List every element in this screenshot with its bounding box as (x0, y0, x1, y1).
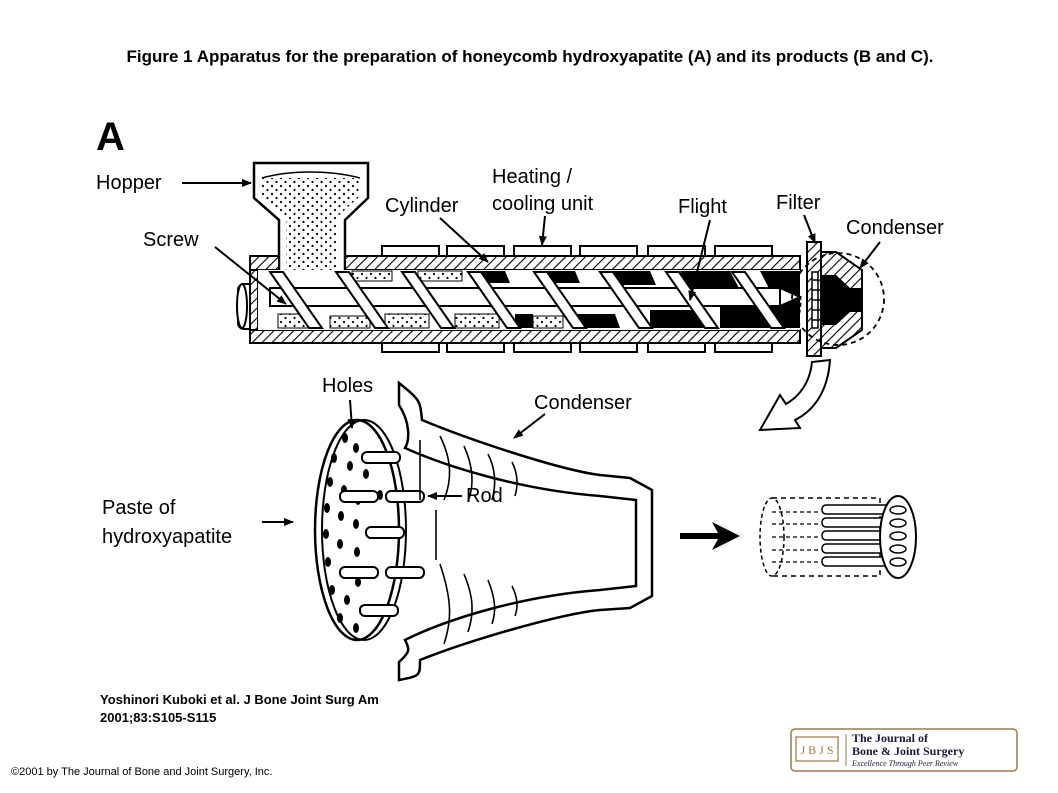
label-holes: Holes (322, 375, 373, 397)
heating-block (579, 245, 638, 257)
condenser-highlight-circle (791, 252, 885, 346)
cylinder-bottom-wall (249, 329, 801, 344)
label-paste-2: hydroxyapatite (102, 526, 232, 548)
condenser-body (397, 380, 654, 682)
honeycomb-product (759, 495, 917, 579)
label-cylinder: Cylinder (385, 195, 459, 217)
logo-line-1: The Journal of (852, 731, 929, 745)
output-arrow (680, 522, 740, 550)
figure-title: Figure 1 Apparatus for the preparation o… (126, 47, 934, 66)
logo-line-2: Bone & Joint Surgery (852, 744, 964, 758)
label-filter: Filter (776, 192, 821, 214)
label-heating-2: cooling unit (492, 193, 594, 215)
condenser-nozzle (791, 251, 885, 349)
label-screw: Screw (143, 229, 199, 251)
label-heating-1: Heating / (492, 166, 572, 188)
heating-block (381, 245, 440, 257)
logo-tagline: Excellence Through Peer Review (851, 759, 959, 768)
jbjs-logo: J B J S The Journal of Bone & Joint Surg… (790, 728, 1018, 772)
hopper (252, 161, 370, 278)
citation: Yoshinori Kuboki et al. J Bone Joint Sur… (100, 691, 379, 727)
label-rod: Rod (466, 485, 503, 507)
logo-mark: J B J S (800, 743, 833, 757)
curved-arrow (758, 358, 832, 432)
heating-block (513, 245, 572, 257)
screw-shaft (269, 287, 781, 307)
label-condenser-top: Condenser (846, 217, 944, 239)
condenser-detail (313, 380, 654, 682)
label-flight: Flight (678, 196, 727, 218)
extruder (236, 161, 885, 357)
citation-line-1: Yoshinori Kuboki et al. J Bone Joint Sur… (100, 692, 379, 707)
heating-block (714, 245, 773, 257)
panel-label: A (96, 115, 125, 159)
heating-block (647, 245, 706, 257)
label-hopper: Hopper (96, 172, 162, 194)
label-condenser-bottom: Condenser (534, 392, 632, 414)
citation-line-2: 2001;83:S105-S115 (100, 710, 217, 725)
copyright-notice: ©2001 by The Journal of Bone and Joint S… (11, 766, 273, 778)
rods (339, 451, 425, 617)
label-paste-1: Paste of (102, 497, 176, 519)
